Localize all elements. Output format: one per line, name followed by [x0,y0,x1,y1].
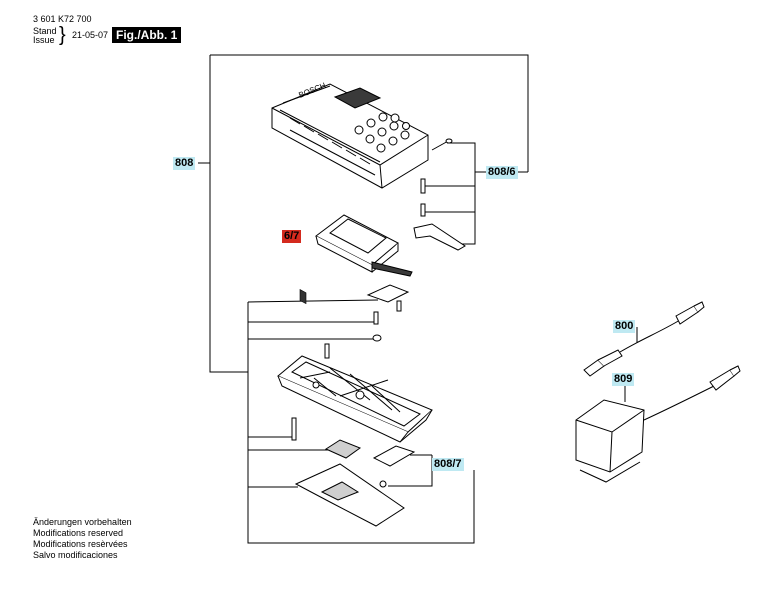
plate-screw [379,480,387,488]
screw-top [431,138,453,151]
note-en: Modifications reserved [33,528,124,538]
bracket-808-left [209,55,248,373]
rangefinder-device: BOSCH [271,81,429,305]
charger [575,365,741,483]
issue-date: 21-05-07 [72,30,109,40]
callout-800: 800 [613,320,636,333]
leader-808-6-a [447,142,476,245]
screw-washer-pin [373,311,379,325]
bracket-808-top [210,54,529,172]
pin-1 [420,178,426,194]
figure-label: Fig./Abb. 1 [112,27,182,43]
battery-pack [315,214,413,277]
callout-808-6: 808/6 [486,166,518,179]
housing-shell [277,343,433,443]
part-number: 3 601 K72 700 [33,14,92,24]
pin-2 [420,203,426,217]
callout-808-7: 808/7 [432,458,464,471]
brace: } [59,24,66,46]
leader-clip [247,299,379,303]
issue-label: Issue [33,35,55,45]
label-window [320,481,360,501]
washer [372,334,382,342]
usb-cable [583,301,705,377]
foam-pad [324,439,362,459]
note-es: Salvo modificaciones [33,550,118,560]
screw-small [396,300,402,312]
callout-809: 809 [612,373,635,386]
end-piece [413,223,466,251]
callout-6-7: 6/7 [282,230,302,243]
note-de: Änderungen vorbehalten [33,517,132,527]
callout-808: 808 [173,157,196,170]
stand-label: Stand [33,26,57,36]
bracket-lower [247,302,475,544]
note-fr: Modifications resèrvées [33,539,128,549]
tripod-plate [372,445,416,467]
long-screw [291,417,297,441]
clip [366,284,410,303]
